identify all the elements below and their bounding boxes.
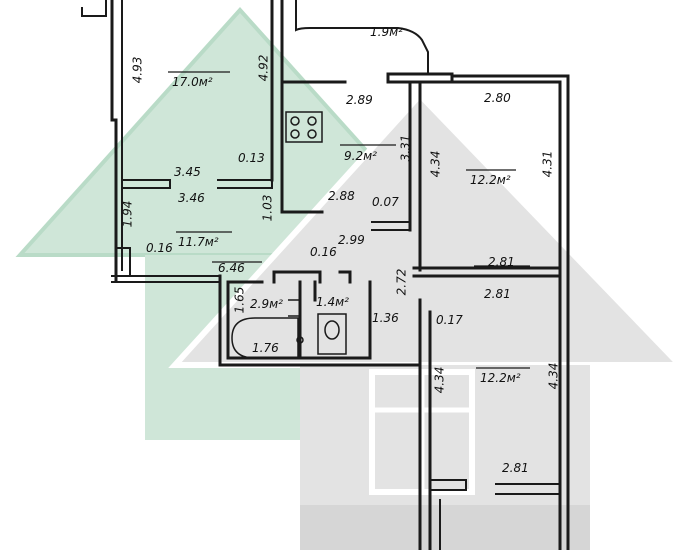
wall-top-right: [450, 74, 570, 550]
wall-top-left-stub: [81, 0, 107, 17]
dim-label-4-34-c: 4.34: [546, 362, 561, 390]
dim-label-0-16-b: 0.16: [310, 245, 337, 259]
dim-label-4-34-b: 4.34: [432, 366, 447, 394]
bathtub-drain: [296, 336, 304, 344]
stove-icon: [285, 111, 323, 143]
dim-label-2-81-b: 2.81: [484, 287, 511, 301]
dim-label-3-46: 3.46: [178, 191, 205, 205]
area-label-bathroom: 2.9м²: [250, 297, 283, 311]
stove-body: [285, 111, 323, 143]
area-label-toilet: 1.4м²: [316, 295, 349, 309]
dim-label-2-88: 2.88: [328, 189, 355, 203]
wall-right-divider: [412, 266, 562, 550]
dim-label-0-17: 0.17: [436, 313, 463, 327]
dim-label-1-65: 1.65: [232, 286, 247, 314]
dim-label-2-81-c: 2.81: [502, 461, 529, 475]
dim-label-4-93: 4.93: [130, 56, 145, 84]
sink-icon: [288, 299, 301, 317]
wall-left-room-bottom: [111, 247, 221, 283]
area-label-room-left: 11.7м²: [178, 235, 219, 249]
toilet-bowl: [324, 320, 340, 340]
wall-room-kitchen: [270, 0, 347, 214]
dim-label-2-80: 2.80: [484, 91, 511, 105]
dim-label-0-07: 0.07: [372, 195, 399, 209]
dim-label-1-36: 1.36: [372, 311, 399, 325]
dim-label-1-76: 1.76: [252, 341, 279, 355]
stove-burner-1: [290, 116, 300, 126]
area-label-room-right-bottom: 12.2м²: [480, 371, 521, 385]
dim-label-2-89: 2.89: [346, 93, 373, 107]
dim-label-6-46: 6.46: [218, 261, 245, 275]
area-underlines: [168, 71, 530, 369]
wall-bathroom: [218, 270, 422, 367]
stove-burner-4: [307, 129, 317, 139]
dim-label-4-31: 4.31: [540, 150, 555, 178]
dim-label-0-16-a: 0.16: [146, 241, 173, 255]
dim-label-0-13: 0.13: [238, 151, 265, 165]
wall-left-outer: [110, 0, 118, 282]
bathtub-outline: [231, 317, 299, 359]
watermark-base: [300, 505, 590, 550]
area-label-balcony: 1.9м²: [370, 25, 403, 39]
area-label-kitchen: 9.2м²: [344, 149, 377, 163]
dim-label-3-31: 3.31: [398, 134, 413, 162]
area-label-room-right-top: 12.2м²: [470, 173, 511, 187]
wall-bottom-door: [429, 479, 561, 495]
area-label-room-top-left: 17.0м²: [172, 75, 213, 89]
dim-label-1-03: 1.03: [260, 194, 275, 222]
sink-shape: [288, 299, 301, 317]
dim-label-4-92: 4.92: [256, 54, 271, 82]
wall-left-rooms-divider: [121, 179, 273, 189]
wall-kitchen-bottom: [371, 221, 411, 231]
dim-label-2-99: 2.99: [338, 233, 365, 247]
stove-burner-3: [290, 129, 300, 139]
bathtub-icon: [231, 317, 304, 359]
toilet-icon: [317, 313, 347, 355]
dim-label-4-34-a: 4.34: [428, 150, 443, 178]
dim-label-2-81-a: 2.81: [488, 255, 515, 269]
walls: [81, 0, 570, 550]
dim-label-2-72: 2.72: [394, 268, 409, 296]
toilet-tank: [317, 313, 347, 355]
wall-bottom-left: [419, 489, 441, 550]
dim-label-1-94: 1.94: [120, 200, 135, 228]
dim-label-3-45: 3.45: [174, 165, 201, 179]
wall-kitchen-right: [408, 80, 422, 272]
balcony-outline: [295, 0, 429, 75]
stove-burner-2: [307, 116, 317, 126]
